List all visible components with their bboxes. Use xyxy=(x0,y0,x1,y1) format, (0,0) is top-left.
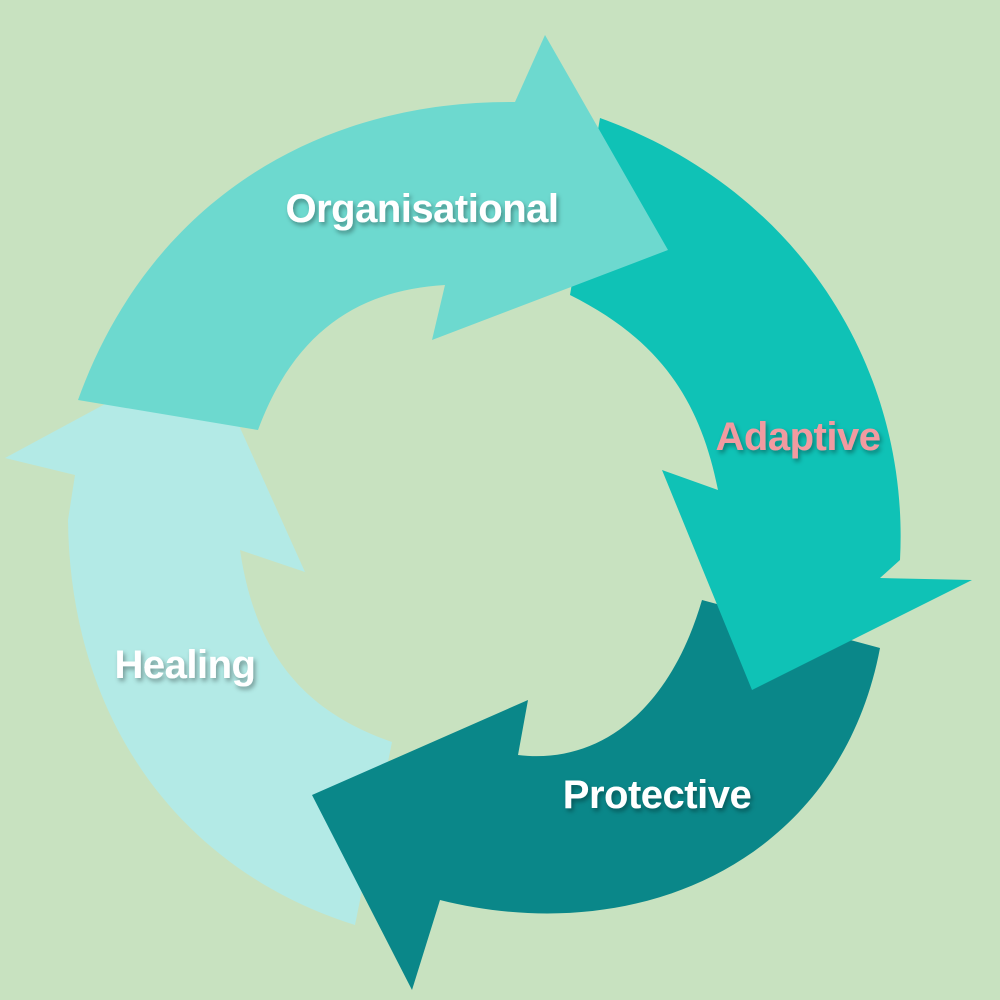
label-healing: Healing xyxy=(115,643,256,687)
label-protective: Protective xyxy=(563,773,751,817)
label-organisational: Organisational xyxy=(285,187,558,231)
arrow-adaptive xyxy=(570,118,972,690)
arrow-healing xyxy=(5,350,392,925)
arrow-organisational xyxy=(78,35,668,430)
label-adaptive: Adaptive xyxy=(716,415,881,459)
arrow-protective xyxy=(312,600,880,990)
